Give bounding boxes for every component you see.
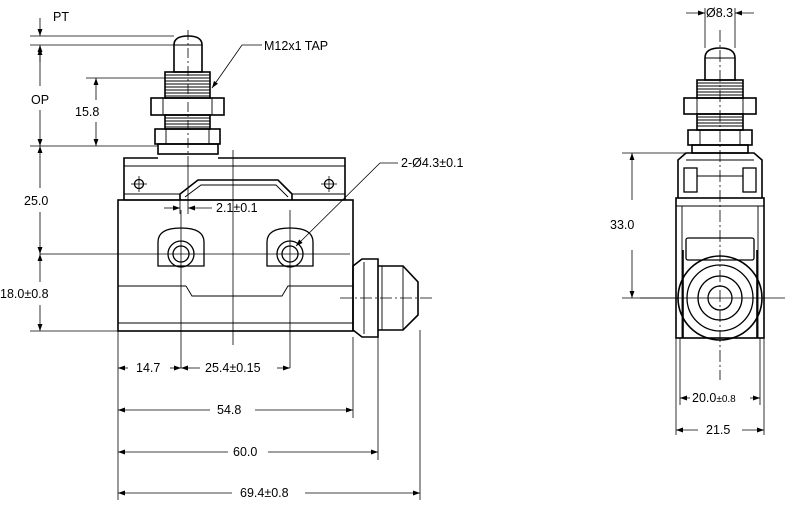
label-60-0: 60.0 bbox=[233, 445, 257, 459]
label-25-0: 25.0 bbox=[24, 194, 48, 208]
mounting-plate bbox=[123, 157, 346, 201]
label-tap: M12x1 TAP bbox=[264, 39, 328, 53]
threaded-shaft bbox=[150, 71, 225, 155]
side-view: Ø8.3 33.0 20.0±0.8 21.5 bbox=[610, 6, 785, 437]
dim-2-1 bbox=[164, 160, 212, 214]
label-14-7: 14.7 bbox=[136, 361, 160, 375]
label-op: OP bbox=[31, 93, 49, 107]
tap-leader bbox=[211, 44, 262, 89]
label-20-0: 20.0±0.8 bbox=[692, 391, 736, 405]
label-25-4: 25.4±0.15 bbox=[205, 361, 261, 375]
front-extension-lines bbox=[30, 35, 421, 500]
front-vertical-dimensions bbox=[37, 18, 99, 331]
label-20-0-value: 20.0 bbox=[692, 391, 716, 405]
label-54-8: 54.8 bbox=[217, 403, 241, 417]
front-horizontal-dimensions bbox=[118, 365, 420, 496]
front-centerlines bbox=[40, 30, 432, 368]
label-18-0: 18.0±0.8 bbox=[0, 287, 49, 301]
label-33-0: 33.0 bbox=[610, 218, 634, 232]
side-extension-lines bbox=[622, 8, 765, 435]
front-view: PT OP M12x1 TAP 15.8 25.0 18.0±0.8 2.1±0… bbox=[0, 10, 463, 500]
label-2-1: 2.1±0.1 bbox=[216, 201, 258, 215]
label-20-0-tolerance: ±0.8 bbox=[716, 394, 736, 405]
switch-body bbox=[117, 199, 354, 332]
label-holes: 2-Ø4.3±0.1 bbox=[401, 156, 463, 170]
holes-leader bbox=[295, 162, 398, 247]
label-dia-8-3: Ø8.3 bbox=[706, 6, 733, 20]
label-15-8: 15.8 bbox=[75, 105, 99, 119]
label-21-5: 21.5 bbox=[706, 423, 730, 437]
label-69-4: 69.4±0.8 bbox=[240, 486, 289, 500]
label-pt: PT bbox=[53, 10, 69, 24]
